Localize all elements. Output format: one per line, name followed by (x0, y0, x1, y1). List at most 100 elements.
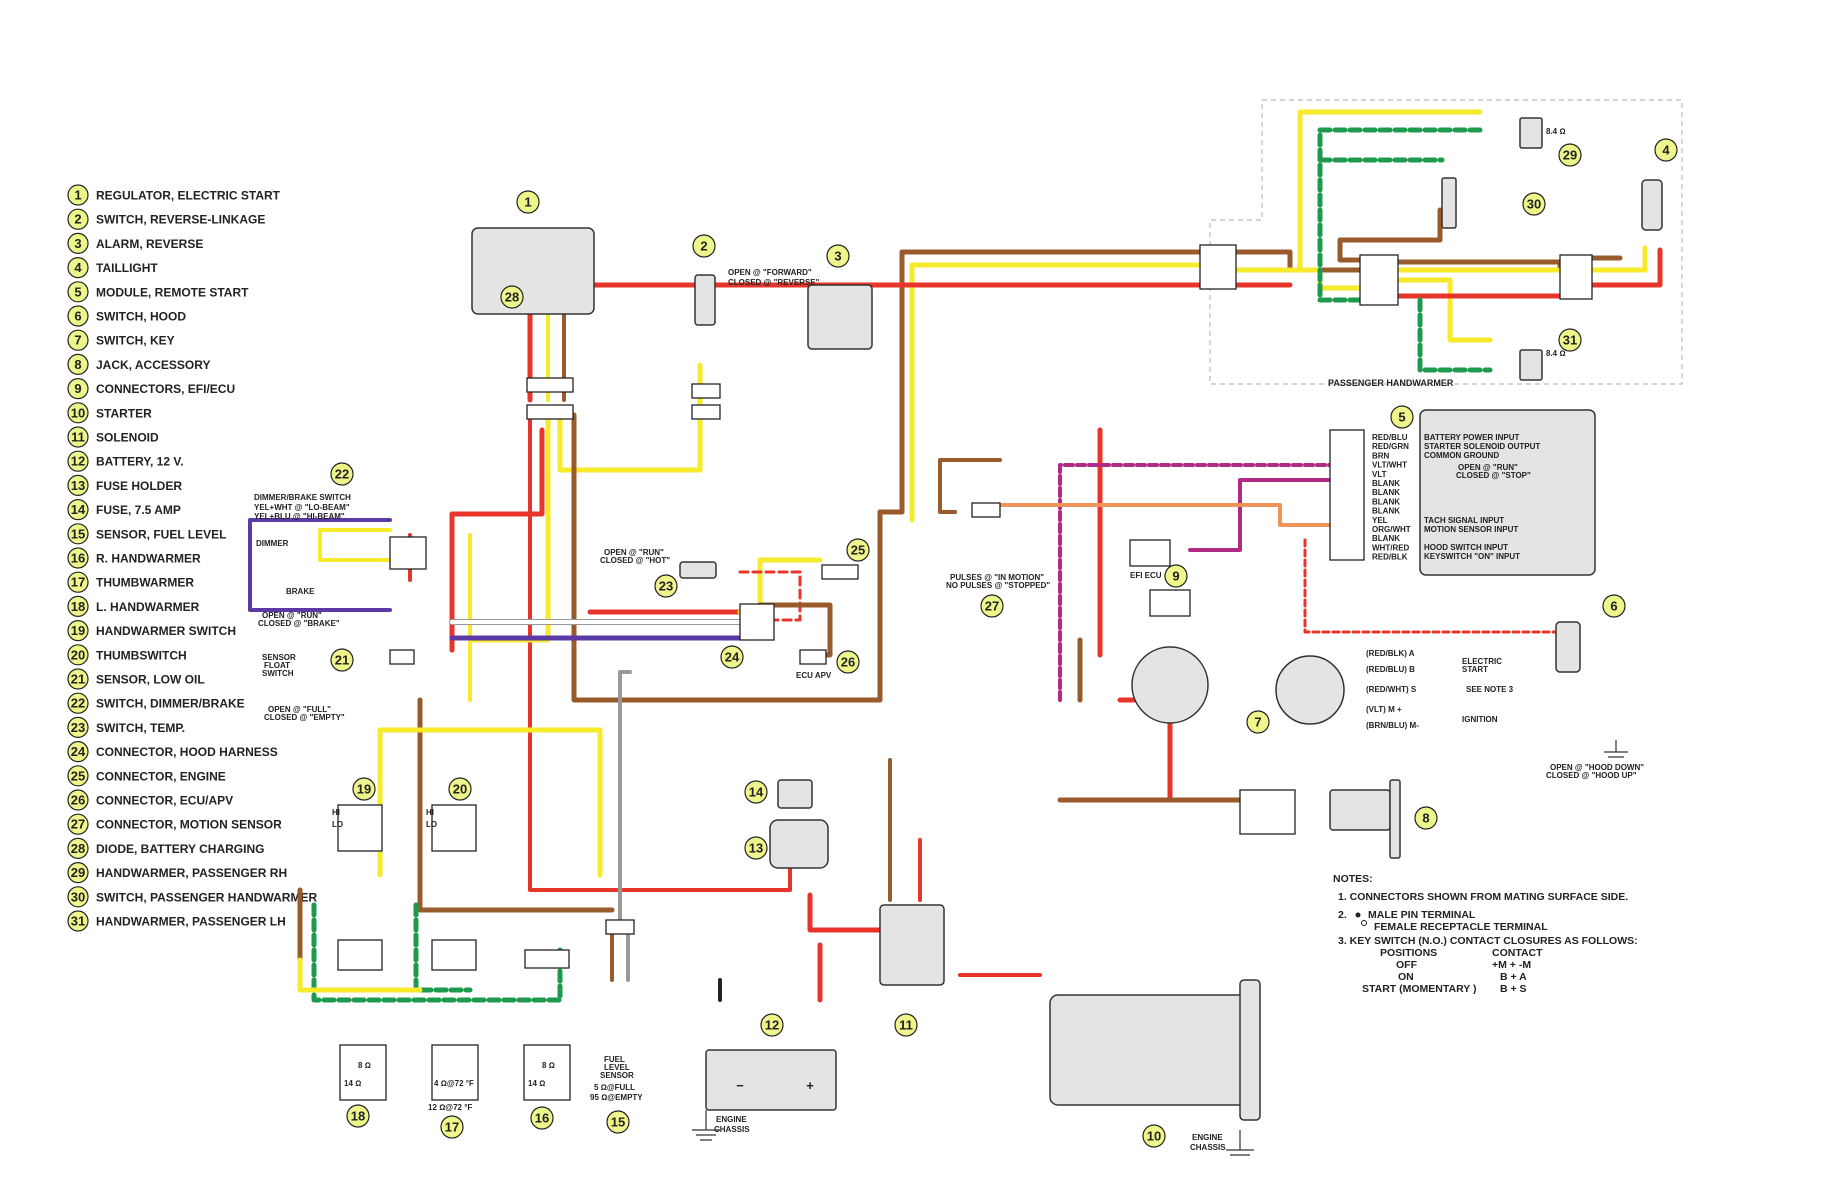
legend-badge (67, 402, 89, 424)
legend-label: STARTER (96, 406, 152, 420)
legend-number: 2 (74, 212, 81, 227)
legend-number: 31 (71, 914, 85, 929)
wire-red (449, 427, 545, 578)
svg-text:NOTES:: NOTES: (1333, 873, 1373, 885)
svg-text:START: START (1462, 665, 1488, 674)
wire-grn-wht (311, 902, 563, 1003)
accessory-jack-flange (1389, 779, 1401, 859)
legend-number: 9 (74, 381, 81, 396)
legend-badge (67, 910, 89, 932)
reverse-alarm (807, 284, 873, 350)
wire-wht-red (1303, 538, 1562, 634)
component-badge: 14 (744, 780, 768, 804)
legend-badge (67, 499, 89, 521)
fuel-sensor-connector (605, 919, 635, 935)
temp-switch (679, 561, 717, 579)
module-pin-label: RED/BLU (1372, 433, 1408, 442)
svg-text:OPEN @ "FORWARD": OPEN @ "FORWARD" (728, 268, 812, 277)
module-pin-label: BLANK (1372, 534, 1400, 543)
component-badge: 21 (330, 648, 354, 672)
ground-icon (1604, 740, 1628, 758)
legend-number: 30 (71, 889, 85, 904)
thumbswitch (431, 804, 477, 852)
svg-text:MALE PIN TERMINAL: MALE PIN TERMINAL (1368, 909, 1476, 921)
svg-text:3. KEY SWITCH (N.O.) CONTACT: 3. KEY SWITCH (N.O.) CONTACT CLOSURES AS… (1338, 935, 1638, 947)
wire-brn (571, 412, 883, 703)
legend-number: 6 (74, 309, 81, 324)
component-number: 19 (357, 782, 371, 797)
wire-brn (899, 249, 1203, 515)
module-function-label: STARTER SOLENOID OUTPUT (1424, 442, 1540, 451)
legend-item: 1 REGULATOR, ELECTRIC START (67, 184, 281, 206)
component-number: 14 (749, 785, 764, 800)
wire-red-blu (528, 413, 792, 892)
component-number: 26 (841, 655, 855, 670)
wire-yel (1589, 245, 1648, 273)
component-number: 10 (1147, 1129, 1161, 1144)
svg-text:SWITCH: SWITCH (262, 669, 294, 678)
motion-sensor-labels: PULSES @ "IN MOTION" NO PULSES @ "STOPPE… (946, 573, 1050, 590)
svg-text:CONTACT: CONTACT (1492, 947, 1543, 959)
legend-label: SWITCH, DIMMER/BRAKE (96, 697, 245, 711)
handwarmer-switch (337, 804, 383, 852)
taillight (1641, 179, 1663, 231)
component-number: 30 (1527, 197, 1541, 212)
component-badge: 19 (352, 777, 376, 801)
wire-brn (417, 697, 615, 913)
module-function-label: BATTERY POWER INPUT (1424, 433, 1520, 442)
module-pin-label: RED/BLK (1372, 553, 1408, 562)
legend-number: 8 (74, 357, 81, 372)
legend-label: SOLENOID (96, 431, 159, 445)
legend-number: 20 (71, 647, 85, 662)
key-terminal-label: (BRN/BLU) M- (1366, 721, 1419, 730)
module-function-label: OPEN @ "RUN" (1458, 463, 1518, 472)
component-badge: 5 (1390, 405, 1414, 429)
hood-switch (1555, 621, 1581, 673)
component-number: 27 (985, 599, 999, 614)
reverse-switch-connector (691, 404, 721, 420)
svg-text:OPEN @ "HOOD DOWN": OPEN @ "HOOD DOWN" (1550, 763, 1644, 772)
efi-ecu-label: EFI ECU (1130, 571, 1162, 580)
passenger-switch (1441, 177, 1457, 229)
module-function-label: HOOD SWITCH INPUT (1424, 543, 1508, 552)
module-pin-label: ORG/WHT (1372, 525, 1411, 534)
key-terminal-label: (VLT) M + (1366, 705, 1402, 714)
module-pin-label: VLT/WHT (1372, 461, 1407, 470)
svg-text:FEMALE RECEPTACLE TERMINAL: FEMALE RECEPTACLE TERMINAL (1374, 921, 1548, 933)
legend-label: SENSOR, LOW OIL (96, 673, 205, 687)
svg-text:FUEL: FUEL (604, 1055, 625, 1064)
accessory-jack-connector (1239, 789, 1296, 835)
svg-text:IGNITION: IGNITION (1462, 715, 1498, 724)
legend-badge (67, 281, 89, 303)
passenger-connector (1199, 244, 1237, 290)
legend-number: 27 (71, 817, 85, 832)
svg-text:LEVEL: LEVEL (604, 1063, 630, 1072)
legend-label: HANDWARMER SWITCH (96, 624, 236, 638)
component-badge: 17 (440, 1115, 464, 1139)
wire-red (1589, 247, 1663, 288)
component-badge: 11 (894, 1013, 918, 1037)
legend-number: 22 (71, 696, 85, 711)
module-function-label: CLOSED @ "STOP" (1456, 471, 1531, 480)
component-number: 9 (1172, 569, 1179, 584)
key-terminal-label: (RED/BLK) A (1366, 649, 1415, 658)
wire-gry (618, 670, 632, 932)
legend-label: JACK, ACCESSORY (96, 358, 210, 372)
legend-badge (67, 426, 89, 448)
legend-number: 1 (74, 188, 81, 203)
legend-label: REGULATOR, ELECTRIC START (96, 189, 281, 203)
module-pin-label: BLANK (1372, 497, 1400, 506)
svg-text:HI: HI (332, 808, 340, 817)
legend-label: SWITCH, REVERSE-LINKAGE (96, 213, 265, 227)
component-badge: 20 (448, 777, 472, 801)
reverse-switch-connector (691, 383, 721, 399)
legend-badge (67, 619, 89, 642)
component-badge: 9 (1164, 564, 1188, 588)
battery-positive-icon: + (806, 1078, 814, 1093)
component-badge: 10 (1142, 1124, 1166, 1148)
